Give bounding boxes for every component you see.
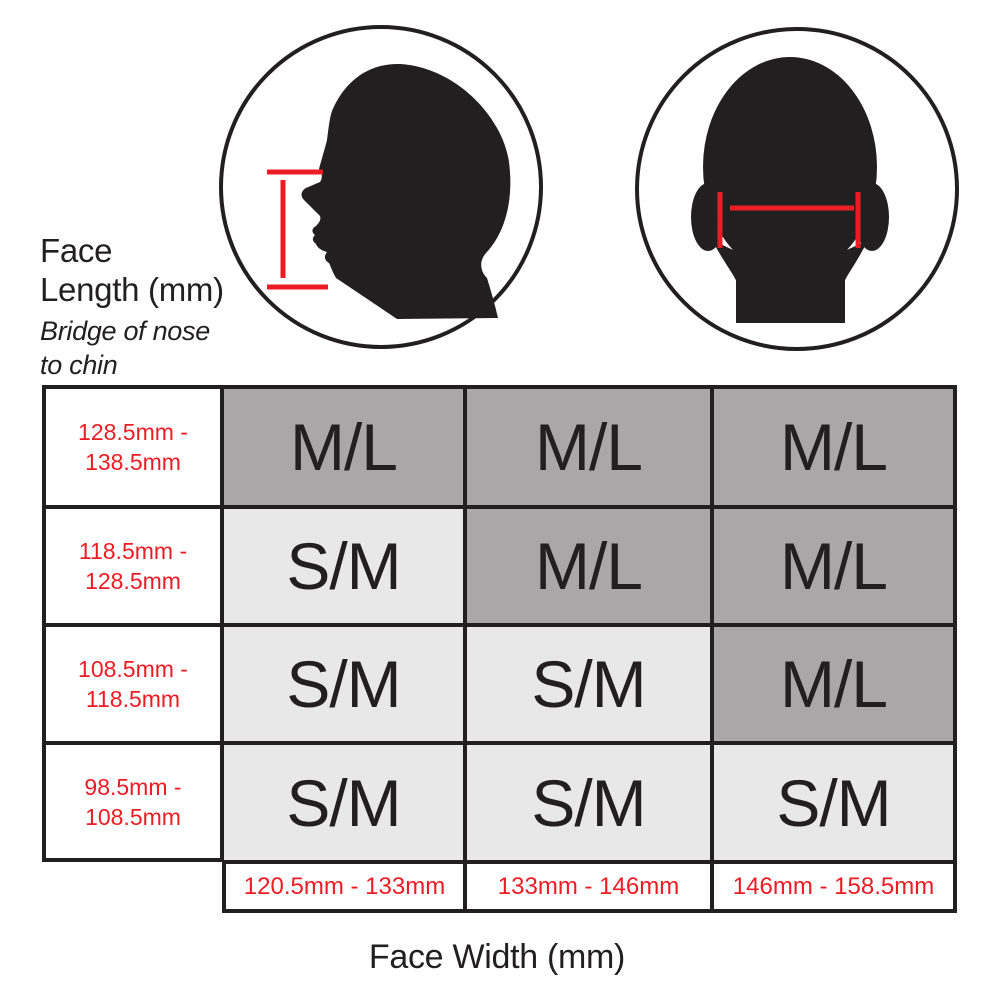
size-cell-r3c3: M/L bbox=[712, 625, 957, 743]
face-width-axis-label: Face Width (mm) bbox=[368, 938, 626, 976]
face-length-note-line2: to chin bbox=[40, 350, 118, 380]
face-length-title-line2: Length (mm) bbox=[40, 271, 224, 308]
face-length-title-line1: Face bbox=[40, 232, 113, 269]
col-label-2: 133mm - 146mm bbox=[465, 862, 712, 913]
size-cell-r4c3: S/M bbox=[712, 743, 957, 862]
face-length-measure-line bbox=[267, 169, 328, 290]
row-label-1: 128.5mm - 138.5mm bbox=[42, 385, 222, 507]
size-cell-r3c1: S/M bbox=[222, 625, 465, 743]
face-length-note-line1: Bridge of nose bbox=[40, 316, 210, 346]
size-cell-r1c1: M/L bbox=[222, 385, 465, 507]
size-cell-r4c2: S/M bbox=[465, 743, 712, 862]
size-cell-r2c2: M/L bbox=[465, 507, 712, 625]
row-label-2: 118.5mm - 128.5mm bbox=[42, 507, 222, 625]
size-cell-r4c1: S/M bbox=[222, 743, 465, 862]
head-back-illustration bbox=[635, 27, 959, 351]
face-length-note: Bridge of nose to chin bbox=[40, 314, 280, 382]
size-cell-r1c2: M/L bbox=[465, 385, 712, 507]
size-cell-r1c3: M/L bbox=[712, 385, 957, 507]
face-length-axis-label: Face Length (mm) Bridge of nose to chin bbox=[40, 231, 280, 382]
head-profile-icon bbox=[301, 63, 511, 319]
size-cell-r2c1: S/M bbox=[222, 507, 465, 625]
row-label-4: 98.5mm - 108.5mm bbox=[42, 743, 222, 862]
head-back-icon bbox=[691, 57, 889, 323]
col-label-3: 146mm - 158.5mm bbox=[712, 862, 957, 913]
footer-spacer bbox=[42, 862, 222, 913]
head-profile-illustration bbox=[219, 25, 543, 349]
size-table: 128.5mm - 138.5mm M/L M/L M/L 118.5mm - … bbox=[42, 385, 957, 913]
row-label-3: 108.5mm - 118.5mm bbox=[42, 625, 222, 743]
face-width-measure-line bbox=[717, 192, 861, 248]
size-cell-r3c2: S/M bbox=[465, 625, 712, 743]
size-cell-r2c3: M/L bbox=[712, 507, 957, 625]
col-label-1: 120.5mm - 133mm bbox=[222, 862, 465, 913]
